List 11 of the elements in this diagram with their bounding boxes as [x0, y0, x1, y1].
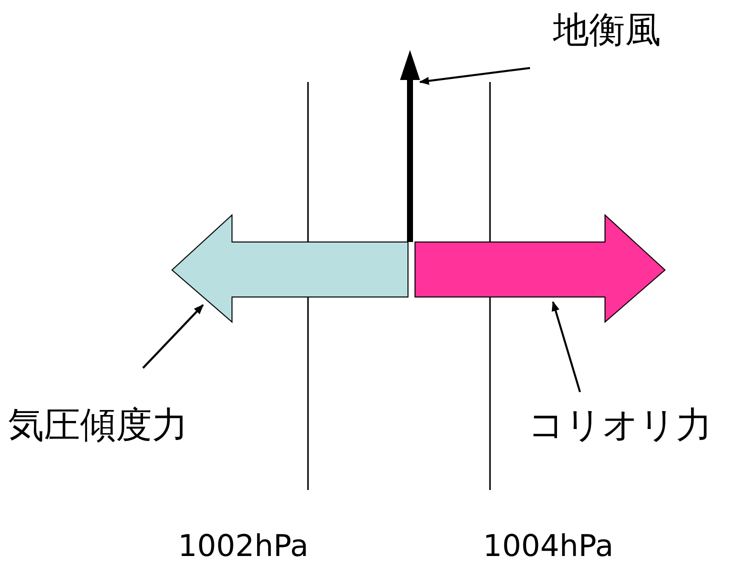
block-arrow — [414, 214, 666, 324]
leader-line — [552, 301, 581, 392]
annotation-label: 気圧傾度力 — [8, 405, 188, 446]
pressure-label: 1002hPa — [178, 530, 308, 564]
annotation-label: コリオリ力 — [528, 405, 712, 446]
pressure-label: 1004hPa — [483, 530, 614, 564]
leader-line — [142, 304, 204, 369]
leader-line — [419, 67, 530, 85]
wind-arrow — [400, 50, 420, 242]
annotation-label: 地衡風 — [553, 10, 661, 52]
block-arrow — [171, 214, 408, 324]
